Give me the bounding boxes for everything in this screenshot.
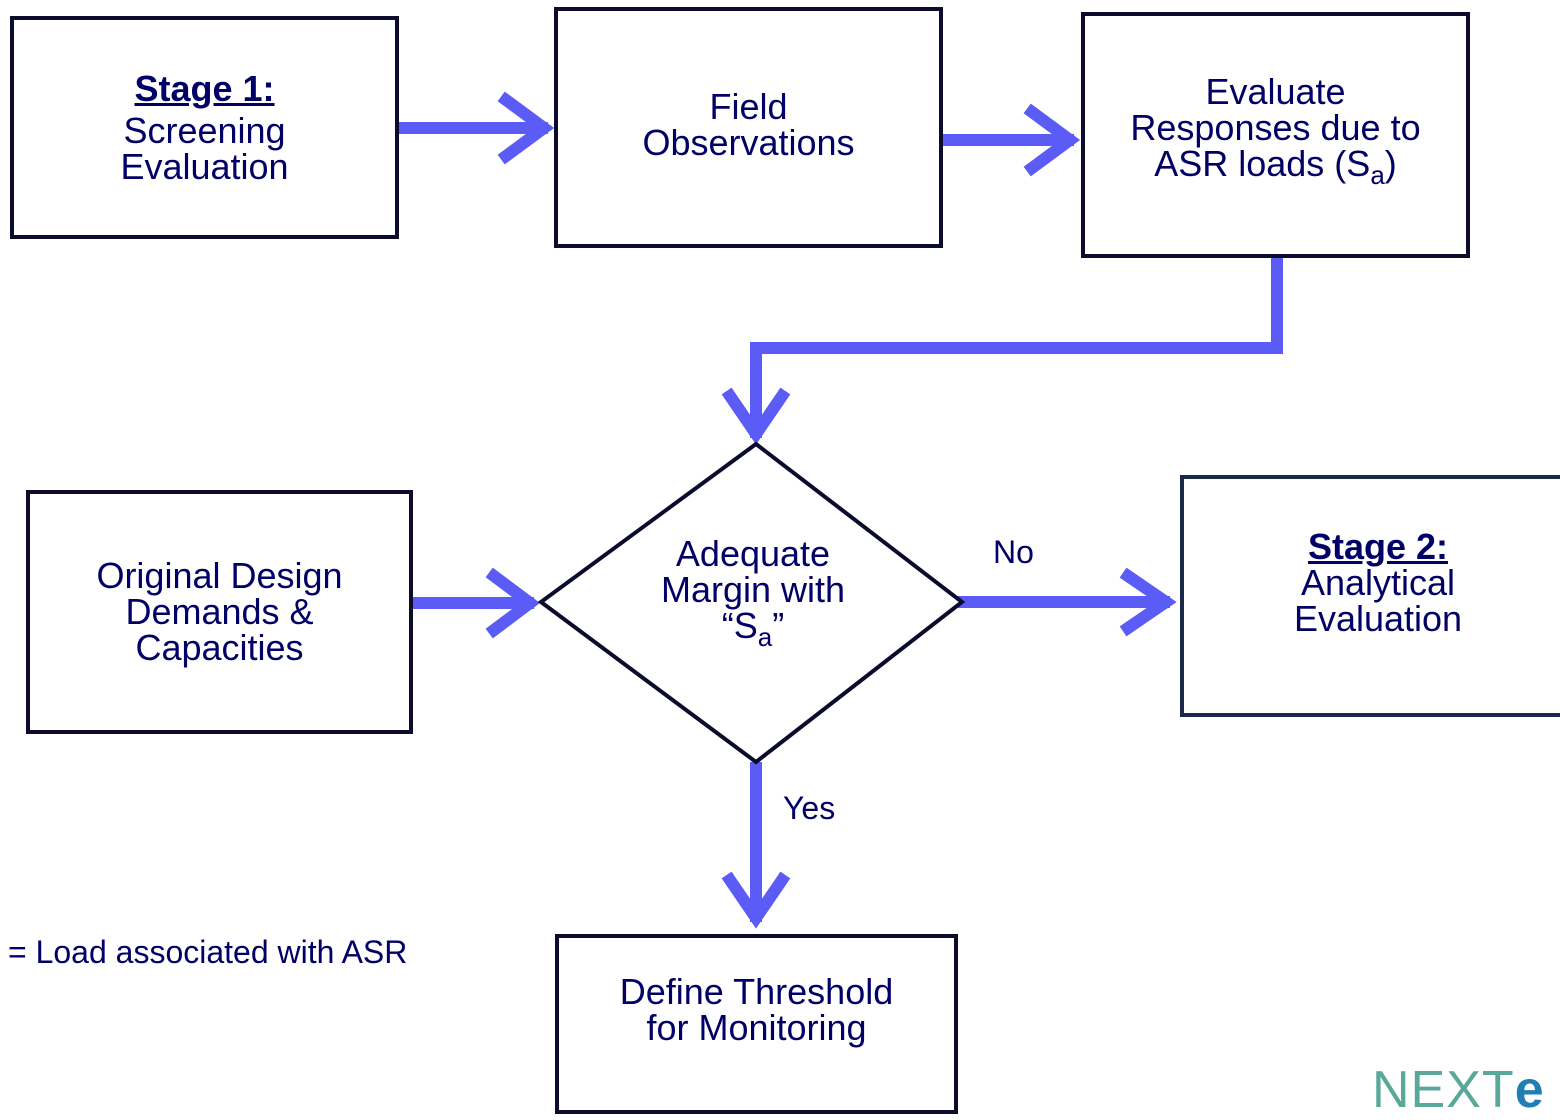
evaluate-line2: Responses due to	[1130, 107, 1421, 148]
decision-line3-post: ”	[772, 605, 785, 646]
field-line1: Field	[709, 86, 788, 127]
original-line1: Original Design	[96, 555, 343, 596]
evaluate-line3-post: )	[1384, 143, 1397, 184]
arrowhead-field	[497, 91, 555, 165]
arrowhead-decision-left	[485, 567, 540, 639]
stage1-line2: Evaluation	[120, 145, 289, 187]
evaluate-line3: ASR loads (Sa)	[1154, 143, 1397, 191]
stage1-heading: Stage 1:	[134, 67, 275, 109]
logo-prefix: NEXT	[1372, 1061, 1515, 1119]
original-line2: Demands &	[125, 591, 314, 632]
edge-label-no: No	[993, 534, 1034, 570]
field-line2: Observations	[642, 122, 855, 163]
arrowhead-evaluate	[1023, 103, 1081, 177]
stage1-box: Stage 1: Screening Evaluation	[10, 16, 399, 239]
stage2-box: Stage 2: Analytical Evaluation	[1180, 475, 1560, 717]
decision-text: Adequate Margin with “Sa”	[600, 533, 906, 653]
arrow-evaluate-to-decision	[750, 252, 1283, 438]
decision-line3-pre: “S	[721, 605, 758, 646]
original-line3: Capacities	[135, 627, 304, 668]
arrowhead-stage2	[1119, 567, 1177, 637]
field-observations-box: Field Observations	[554, 7, 943, 248]
original-design-box: Original Design Demands & Capacities	[26, 490, 413, 734]
legend-text: = Load associated with ASR	[8, 934, 408, 970]
threshold-box: Define Threshold for Monitoring	[555, 934, 958, 1114]
threshold-line1: Define Threshold	[619, 971, 894, 1012]
stage2-line1: Analytical	[1300, 562, 1456, 603]
decision-line3-sub: a	[757, 622, 773, 653]
logo: NEXTe	[1372, 1060, 1545, 1120]
edge-label-yes: Yes	[783, 790, 836, 826]
decision-line3: “Sa”	[600, 605, 906, 653]
evaluate-line1: Evaluate	[1205, 71, 1346, 112]
evaluate-line3-sub: a	[1370, 160, 1385, 191]
evaluate-line3-pre: ASR loads (S	[1154, 143, 1371, 184]
decision-line1: Adequate	[675, 533, 831, 574]
stage1-line1: Screening	[123, 109, 286, 151]
threshold-line2: for Monitoring	[646, 1007, 867, 1048]
decision-line2: Margin with	[660, 569, 846, 610]
arrowhead-decision	[721, 387, 791, 445]
evaluate-responses-box: Evaluate Responses due to ASR loads (Sa)	[1081, 12, 1470, 258]
arrowhead-threshold	[721, 871, 791, 929]
stage2-heading: Stage 2:	[1307, 526, 1449, 567]
logo-suffix: e	[1514, 1061, 1545, 1119]
stage2-line2: Evaluation	[1293, 598, 1463, 639]
decision-diamond	[537, 441, 966, 765]
